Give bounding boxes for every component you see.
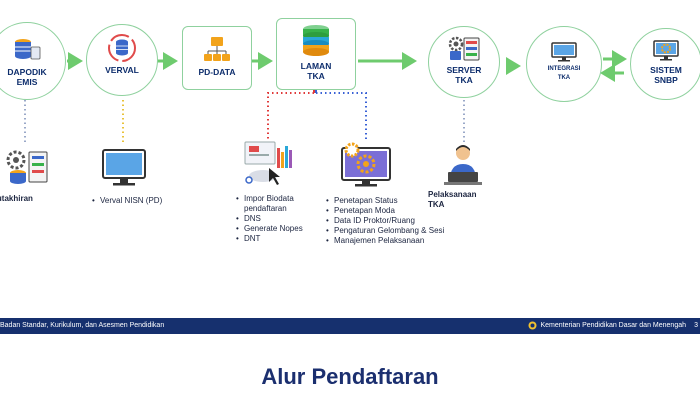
server-item-2: Data ID Proktor/Ruang — [326, 216, 446, 226]
database-icon — [15, 39, 41, 60]
verval-item-0: Verval NISN (PD) — [92, 196, 172, 206]
monitor-gear-icon — [653, 40, 679, 61]
node-snbp-label: SISTEM SNBP — [650, 65, 682, 85]
dashboard-chart-icon — [244, 141, 292, 185]
settings-monitor-icon — [341, 142, 391, 187]
server-gear-icon — [448, 36, 480, 61]
laman-item-0: Impor Biodata pendaftaran — [236, 194, 316, 214]
node-dapodik-label: DAPODIK EMIS — [7, 67, 47, 87]
server-item-1: Penetapan Moda — [326, 206, 446, 216]
dots-laman-blue — [316, 92, 367, 140]
node-integrasi-label: INTEGRASI TKA — [547, 66, 581, 81]
laman-item-2: Generate Nopes — [236, 224, 316, 234]
detail-laman-list: Impor Biodata pendaftaran DNS Generate N… — [236, 194, 316, 244]
node-verval-label: VERVAL — [105, 65, 139, 75]
footer-bar: Badan Standar, Kurikulum, dan Asesmen Pe… — [0, 318, 700, 334]
footer-left-text: Badan Standar, Kurikulum, dan Asesmen Pe… — [0, 322, 165, 329]
data-update-icon — [6, 150, 48, 184]
detail-pelaksanaan: Pelaksanaan TKA — [428, 190, 477, 209]
node-server-tka: SERVER TKA — [428, 26, 500, 98]
monitor-icon — [551, 42, 577, 62]
node-pd-data: PD-DATA — [182, 26, 252, 90]
footer-right: Kementerian Pendidikan Dasar dan Menenga… — [528, 318, 686, 334]
server-item-3: Pengaturan Gelombang & Sesi — [326, 226, 446, 236]
monitor-icon — [102, 149, 146, 186]
server-item-0: Penetapan Status — [326, 196, 446, 206]
laman-item-3: DNT — [236, 234, 316, 244]
footer-right-text: Kementerian Pendidikan Dasar dan Menenga… — [540, 322, 686, 329]
node-server-label: SERVER TKA — [446, 65, 482, 85]
slide: DAPODIK EMIS VERVAL PD-DATA — [0, 0, 700, 318]
stacked-database-icon — [303, 25, 329, 56]
page-title: Alur Pendaftaran — [261, 364, 439, 389]
database-sync-icon — [108, 34, 136, 62]
node-pddata-label: PD-DATA — [198, 67, 236, 77]
node-laman-label: LAMAN TKA — [300, 61, 332, 81]
detail-server-list: Penetapan Status Penetapan Moda Data ID … — [326, 196, 446, 246]
dots-laman-red — [267, 92, 314, 140]
detail-verval: Verval NISN (PD) — [92, 196, 172, 206]
laman-item-1: DNS — [236, 214, 316, 224]
person-laptop-icon — [444, 145, 482, 185]
page-number: 3 — [694, 322, 698, 329]
node-verval: VERVAL — [86, 24, 158, 96]
node-laman-tka: LAMAN TKA — [276, 18, 356, 90]
node-dapodik-emis: DAPODIK EMIS — [0, 22, 66, 100]
node-integrasi-tka: INTEGRASI TKA — [526, 26, 602, 102]
ministry-logo-icon — [528, 321, 537, 330]
server-item-4: Manajemen Pelaksanaan — [326, 236, 446, 246]
detail-pemutakhiran: Pemutakhiran Data — [0, 194, 33, 203]
folder-tree-icon — [204, 37, 230, 61]
node-sistem-snbp: SISTEM SNBP — [630, 28, 700, 100]
flow-connectors — [24, 50, 627, 145]
